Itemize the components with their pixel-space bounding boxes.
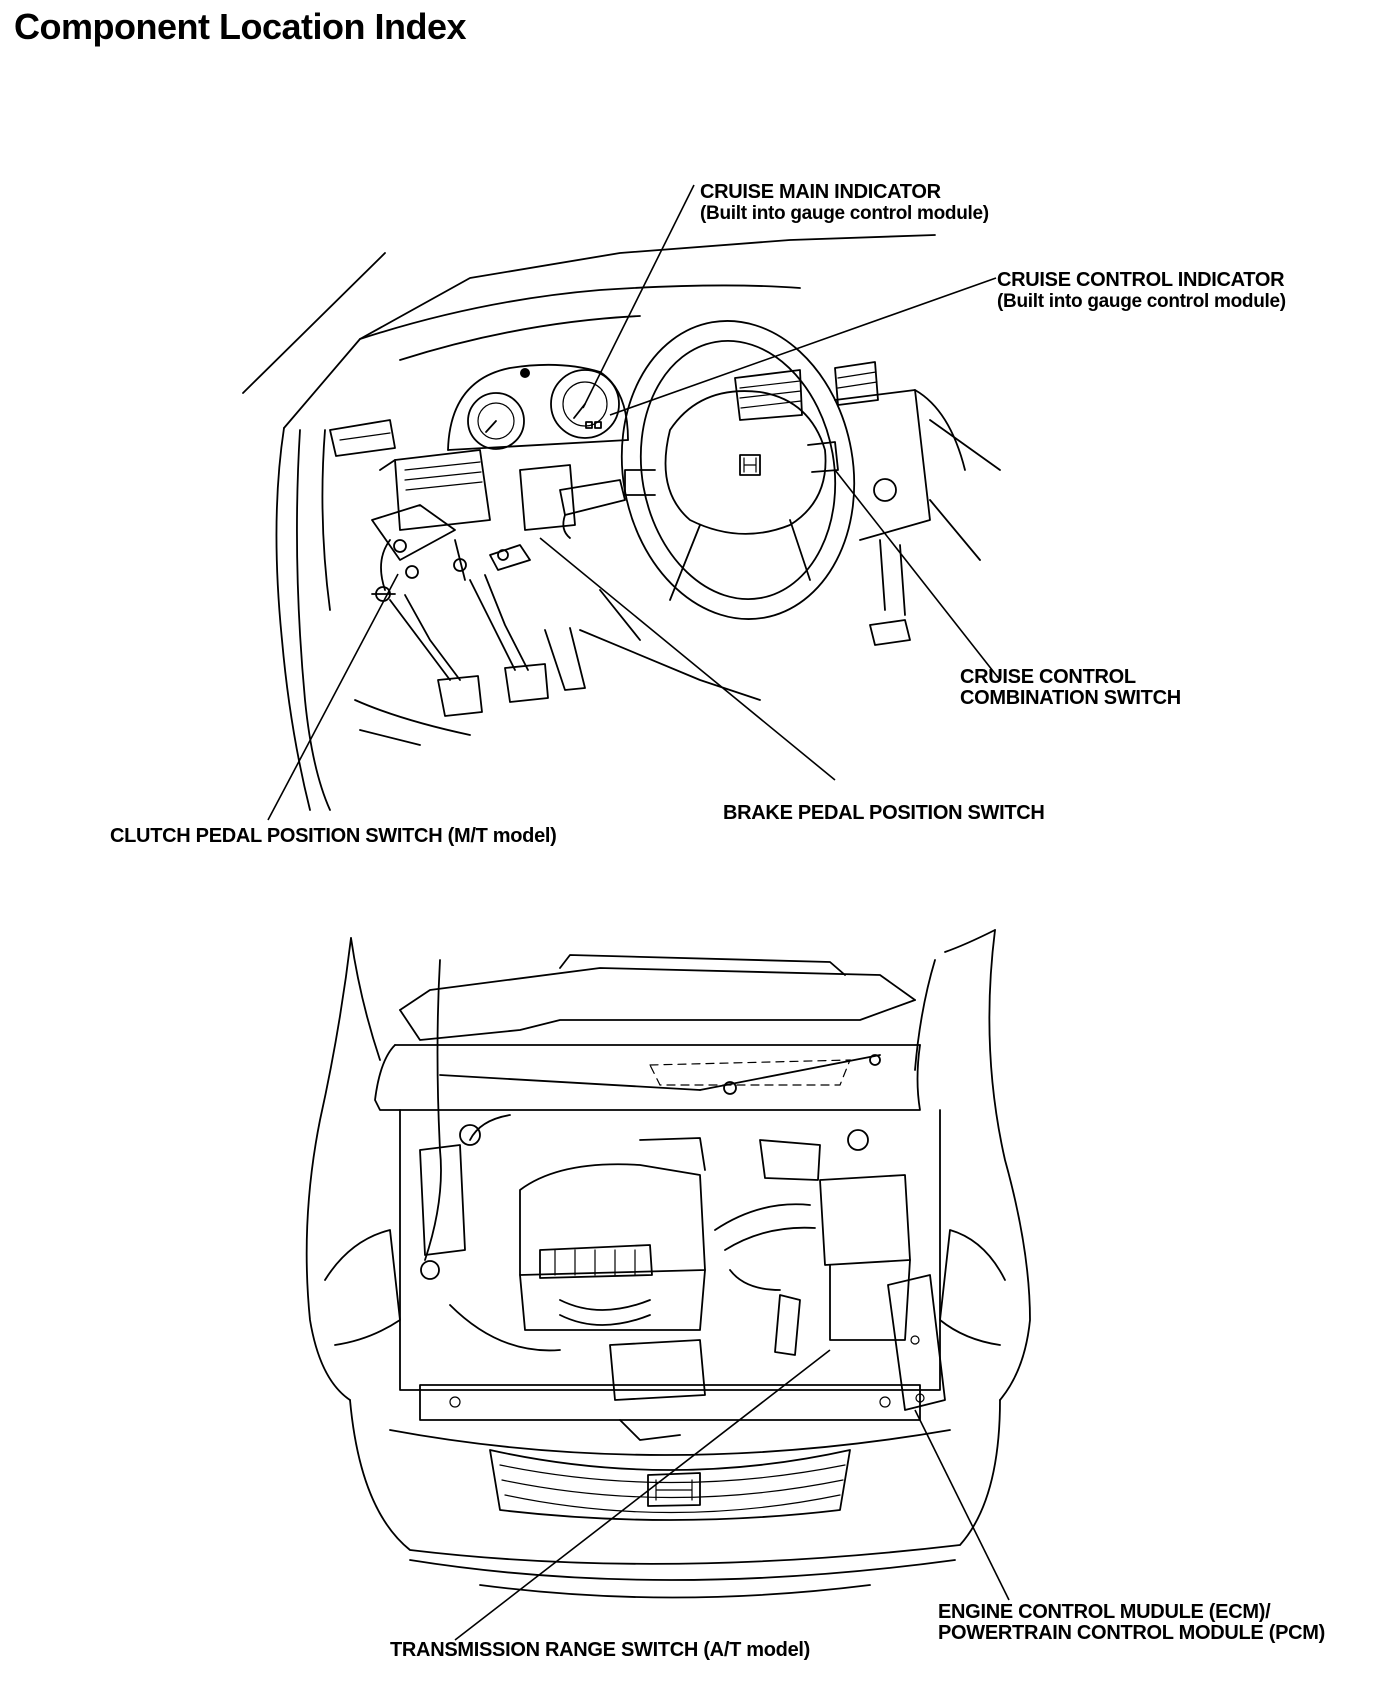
brake-pedal-position-switch-title: BRAKE PEDAL POSITION SWITCH	[723, 802, 1045, 824]
cruise-main-indicator-note: (Built into gauge control module)	[700, 203, 989, 224]
pcm-label-line: POWERTRAIN CONTROL MODULE (PCM)	[938, 1622, 1325, 1644]
engine-bay-illustration	[305, 929, 1031, 1599]
cruise-control-indicator-title: CRUISE CONTROL INDICATOR	[997, 269, 1285, 291]
cruise-main-indicator-label: CRUISE MAIN INDICATOR (Built into gauge …	[700, 181, 989, 225]
cruise-control-combination-switch-line1: CRUISE CONTROL	[960, 666, 1136, 688]
cruise-control-indicator-label: CRUISE CONTROL INDICATOR (Built into gau…	[997, 269, 1286, 313]
clutch-pedal-position-switch-label: CLUTCH PEDAL POSITION SWITCH (M/T model)	[110, 826, 557, 847]
brake-pedal-position-switch-label: BRAKE PEDAL POSITION SWITCH	[723, 803, 1045, 824]
dashboard-leader-lines	[267, 184, 1001, 821]
transmission-range-switch-title: TRANSMISSION RANGE SWITCH (A/T model)	[390, 1639, 811, 1661]
clutch-pedal-position-switch-title: CLUTCH PEDAL POSITION SWITCH (M/T model)	[110, 825, 557, 847]
transmission-range-switch-label: TRANSMISSION RANGE SWITCH (A/T model)	[390, 1640, 810, 1661]
cruise-control-indicator-note: (Built into gauge control module)	[997, 291, 1286, 312]
cruise-main-indicator-title: CRUISE MAIN INDICATOR	[700, 181, 941, 203]
ecm-pcm-label: ENGINE CONTROL MUDULE (ECM)/ POWERTRAIN …	[938, 1602, 1325, 1644]
dashboard-illustration	[242, 234, 1001, 811]
engine-bay-leader-lines	[454, 1349, 1010, 1641]
ecm-label-line: ENGINE CONTROL MUDULE (ECM)/	[938, 1601, 1271, 1623]
cruise-control-combination-switch-label: CRUISE CONTROL COMBINATION SWITCH	[960, 667, 1181, 709]
cruise-control-combination-switch-line2: COMBINATION SWITCH	[960, 687, 1181, 709]
page-title: Component Location Index	[14, 6, 467, 47]
